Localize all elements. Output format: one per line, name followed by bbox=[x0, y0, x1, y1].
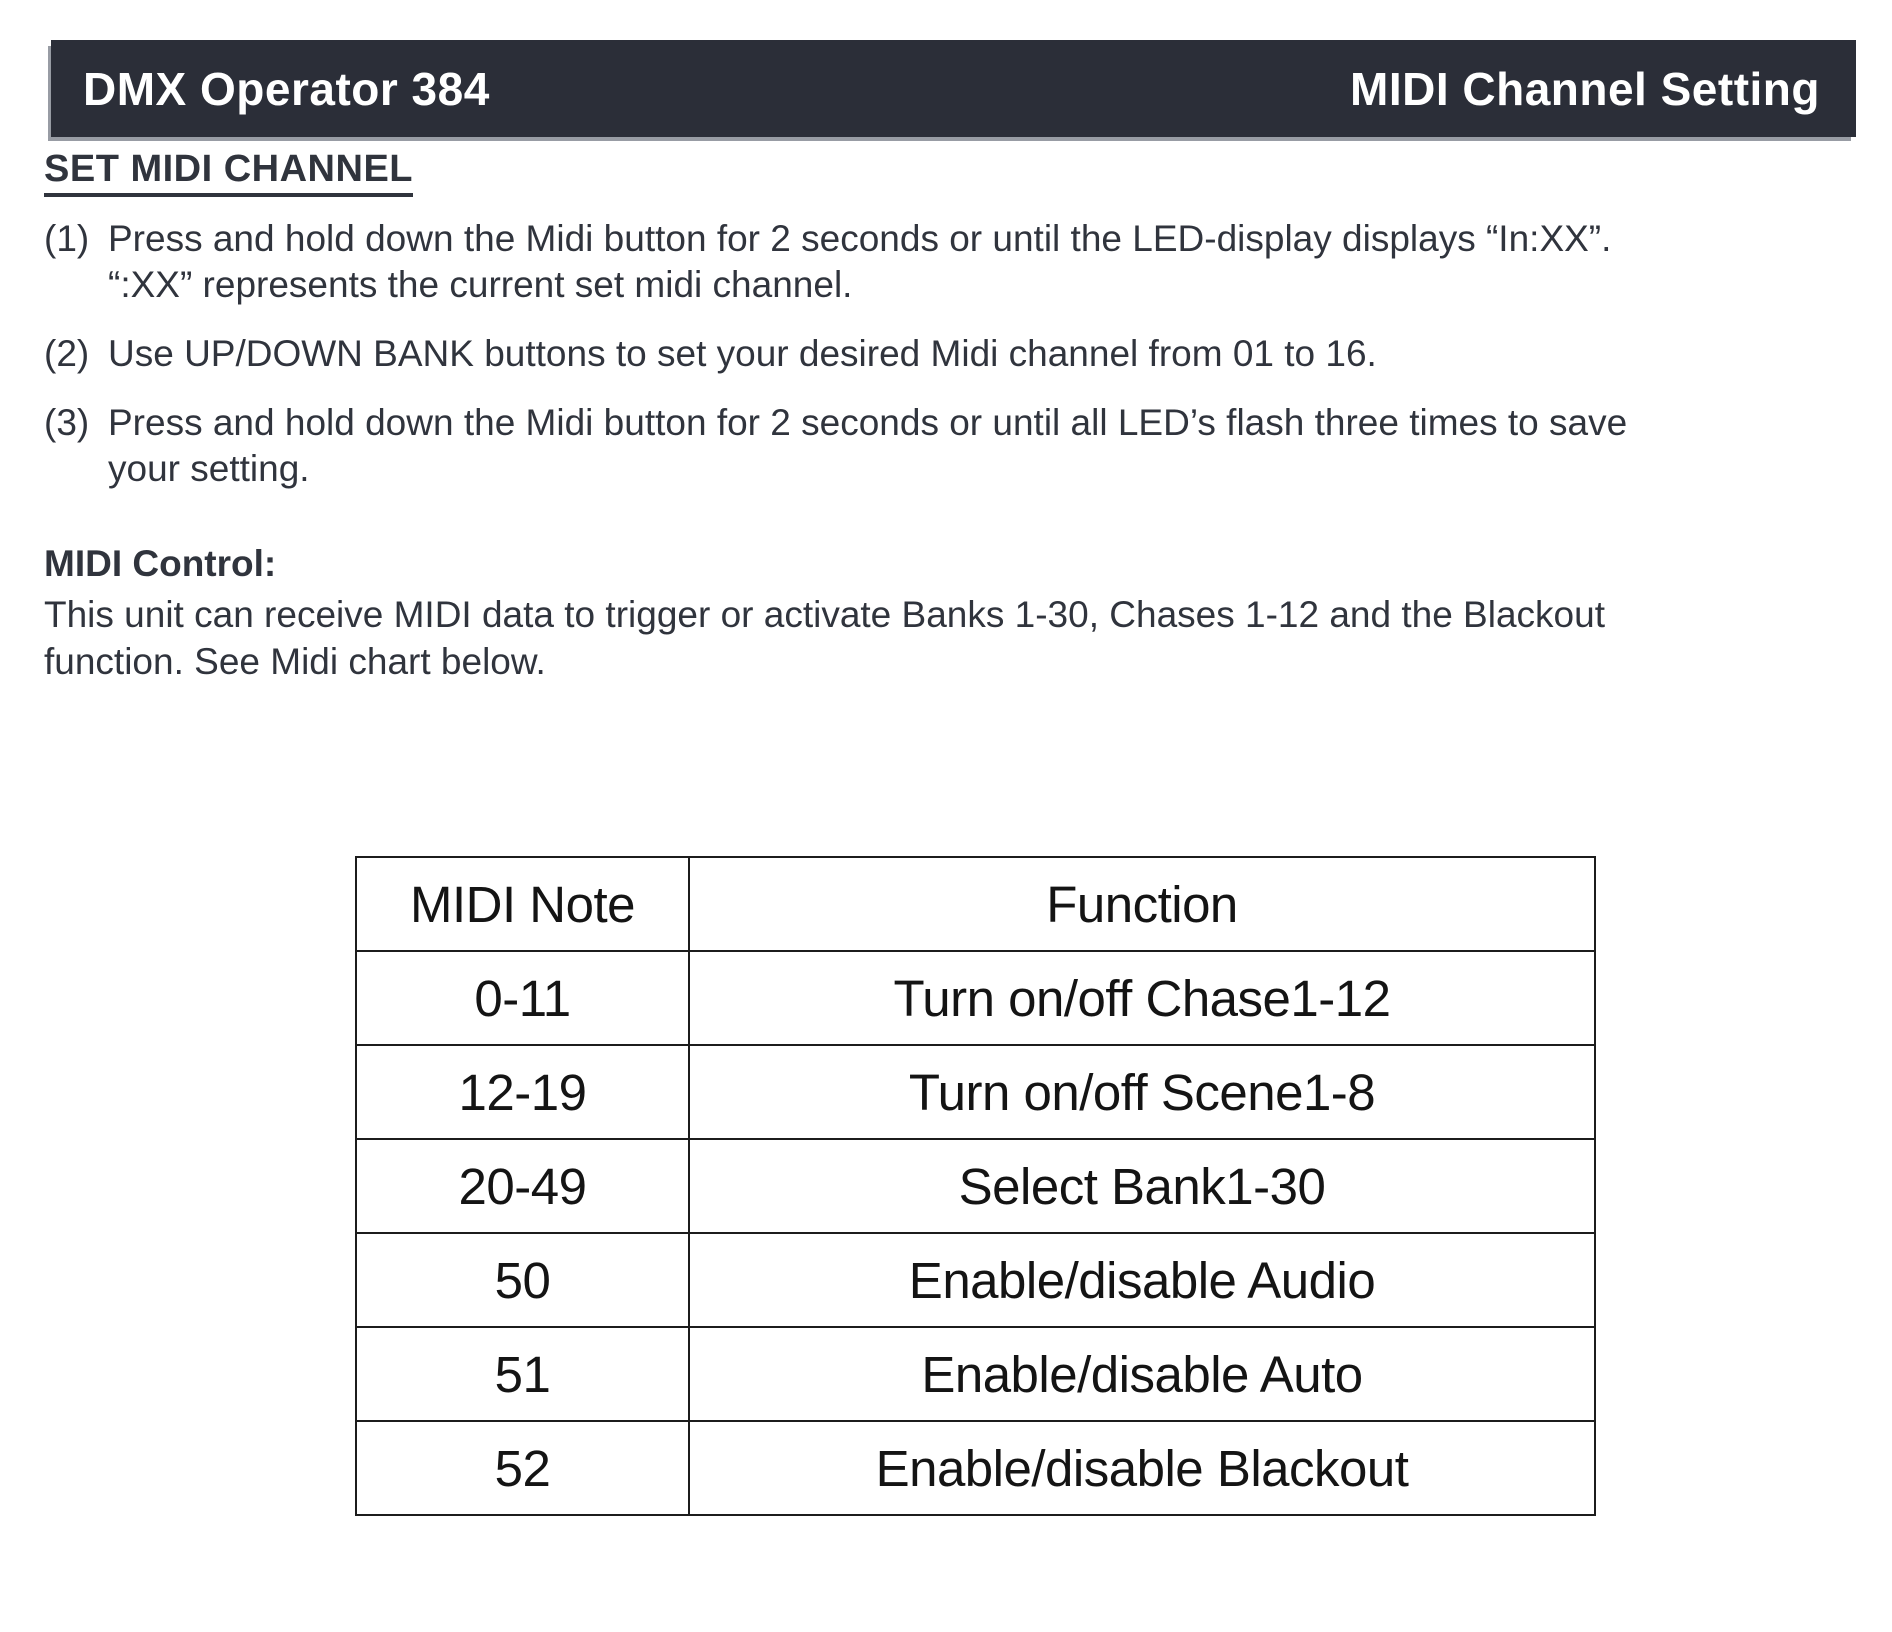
table-row: 20-49 Select Bank1-30 bbox=[355, 1138, 1596, 1234]
cell-midi-note: 50 bbox=[355, 1232, 690, 1328]
midi-note-table: MIDI Note Function 0-11 Turn on/off Chas… bbox=[355, 856, 1596, 1516]
cell-midi-note: 0-11 bbox=[355, 950, 690, 1046]
cell-midi-note: 52 bbox=[355, 1420, 690, 1516]
table-header-midi-note: MIDI Note bbox=[355, 856, 690, 952]
instruction-number: (1) bbox=[44, 218, 90, 259]
instruction-item-3: (3) Press and hold down the Midi button … bbox=[44, 400, 1854, 492]
cell-midi-note: 12-19 bbox=[355, 1044, 690, 1140]
midi-control-line: This unit can receive MIDI data to trigg… bbox=[44, 594, 1605, 635]
instruction-line: Press and hold down the Midi button for … bbox=[108, 402, 1628, 443]
title-bar: DMX Operator 384 MIDI Channel Setting bbox=[51, 40, 1856, 137]
instruction-text: Press and hold down the Midi button for … bbox=[108, 216, 1854, 308]
cell-midi-note: 51 bbox=[355, 1326, 690, 1422]
instruction-number: (2) bbox=[44, 333, 90, 374]
cell-function: Turn on/off Scene1-8 bbox=[688, 1044, 1596, 1140]
cell-function: Enable/disable Audio bbox=[688, 1232, 1596, 1328]
product-name: DMX Operator 384 bbox=[83, 62, 490, 115]
midi-control-section: MIDI Control: This unit can receive MIDI… bbox=[44, 540, 1854, 685]
instruction-number: (3) bbox=[44, 402, 90, 443]
instruction-text: Use UP/DOWN BANK buttons to set your des… bbox=[108, 331, 1854, 377]
instruction-item-1: (1) Press and hold down the Midi button … bbox=[44, 216, 1854, 308]
table-header-row: MIDI Note Function bbox=[355, 856, 1596, 952]
table-row: 50 Enable/disable Audio bbox=[355, 1232, 1596, 1328]
midi-control-line: function. See Midi chart below. bbox=[44, 641, 546, 682]
instruction-text: Press and hold down the Midi button for … bbox=[108, 400, 1854, 492]
table-row: 51 Enable/disable Auto bbox=[355, 1326, 1596, 1422]
table-row: 0-11 Turn on/off Chase1-12 bbox=[355, 950, 1596, 1046]
midi-control-heading: MIDI Control: bbox=[44, 543, 277, 584]
page-heading: SET MIDI CHANNEL bbox=[44, 148, 413, 197]
instruction-item-2: (2) Use UP/DOWN BANK buttons to set your… bbox=[44, 331, 1854, 377]
instruction-line: Use UP/DOWN BANK buttons to set your des… bbox=[108, 333, 1377, 374]
table-header-function: Function bbox=[688, 856, 1596, 952]
instruction-list: (1) Press and hold down the Midi button … bbox=[44, 216, 1854, 515]
cell-function: Turn on/off Chase1-12 bbox=[688, 950, 1596, 1046]
instruction-line: “:XX” represents the current set midi ch… bbox=[108, 264, 853, 305]
cell-function: Select Bank1-30 bbox=[688, 1138, 1596, 1234]
instruction-line: your setting. bbox=[108, 448, 310, 489]
table-row: 52 Enable/disable Blackout bbox=[355, 1420, 1596, 1516]
cell-midi-note: 20-49 bbox=[355, 1138, 690, 1234]
cell-function: Enable/disable Auto bbox=[688, 1326, 1596, 1422]
table-row: 12-19 Turn on/off Scene1-8 bbox=[355, 1044, 1596, 1140]
cell-function: Enable/disable Blackout bbox=[688, 1420, 1596, 1516]
instruction-line: Press and hold down the Midi button for … bbox=[108, 218, 1612, 259]
section-title: MIDI Channel Setting bbox=[1350, 62, 1820, 115]
